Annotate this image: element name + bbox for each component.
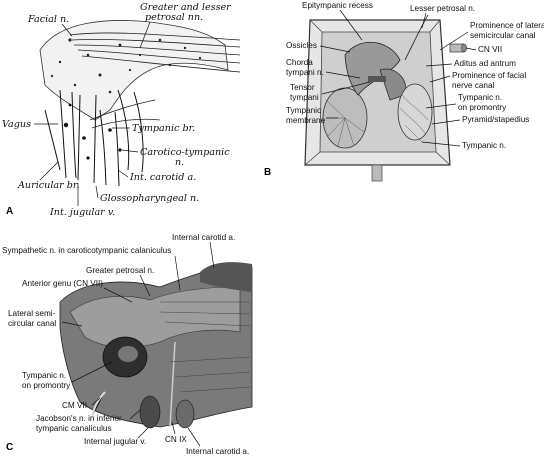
label-petrosal-line2: petrosal nn.	[145, 12, 203, 23]
panel-letter-c: C	[6, 442, 13, 453]
label-internal-carotid-bottom: Internal carotid a.	[186, 447, 249, 456]
label-prom-lateral-line1: Prominence of lateral	[470, 21, 544, 30]
label-ossicles: Ossicles	[286, 41, 317, 50]
label-tympanic-promontry-line1-c: Tympanic n.	[22, 371, 66, 380]
panel-b-illustration: Epitympanic recess Lesser petrosal n. Pr…	[264, 1, 544, 182]
petrosal-nerve-strands	[69, 32, 241, 73]
label-lateral-semi-line2: circular canal	[8, 319, 56, 328]
panel-a: Facial n. Greater and lesser petrosal nn…	[0, 0, 250, 230]
label-vagus: Vagus	[2, 119, 31, 130]
label-auricular-br: Auricular br.	[17, 180, 79, 191]
label-jacobson-line2: tympanic canaliculus	[36, 424, 112, 433]
petrous-bone-section	[59, 262, 253, 429]
cn7-cylinder	[449, 43, 467, 53]
label-chorda-line2: tympani n.	[286, 68, 324, 77]
label-lesser-petrosal: Lesser petrosal n.	[410, 4, 475, 13]
label-cn9: CN IX	[165, 435, 187, 444]
panel-c: Internal carotid a. Sympathetic n. in ca…	[0, 232, 544, 457]
panel-letter-b: B	[264, 167, 271, 178]
label-internal-jugular: Internal jugular v.	[84, 437, 146, 446]
label-tympanic-membrane-line2: membrane	[286, 116, 326, 125]
label-prom-facial-line1: Prominence of facial	[452, 71, 526, 80]
label-tympanic-promontry-line1: Tympanic n.	[458, 93, 502, 102]
label-petrosal-line1: Greater and lesser	[140, 2, 232, 13]
tympanic-plexus-dots	[63, 103, 122, 160]
panel-b: Epitympanic recess Lesser petrosal n. Pr…	[250, 0, 544, 190]
label-tympanic-n-b: Tympanic n.	[462, 141, 506, 150]
panel-a-illustration: Facial n. Greater and lesser petrosal nn…	[2, 2, 241, 218]
ossicles-drawing	[344, 41, 407, 101]
label-tympanic-promontry-line2-c: on promontry	[22, 381, 71, 390]
label-prom-facial-line2: nerve canal	[452, 81, 495, 90]
promontory-drawing	[397, 83, 433, 143]
panel-c-illustration: Internal carotid a. Sympathetic n. in ca…	[2, 233, 253, 456]
label-facial-n: Facial n.	[27, 14, 69, 25]
label-aditus: Aditus ad antrum	[454, 59, 516, 68]
vessel-columns	[44, 89, 144, 187]
label-tympanic-membrane-line1: Tympanic	[286, 106, 321, 115]
label-greater-petrosal: Greater petrosal n.	[86, 266, 154, 275]
label-chorda-line1: Chorda	[286, 58, 313, 67]
panel-letter-a: A	[6, 206, 13, 217]
label-anterior-genu: Anterior genu (CN VII)	[22, 279, 103, 288]
label-glossopharyngeal: Glossopharyngeal n.	[100, 193, 199, 204]
label-prom-lateral-line2: semicircular canal	[470, 31, 536, 40]
label-cn7-b: CN VII	[478, 45, 502, 54]
label-carotico-line1: Carotico-tympanic	[140, 147, 230, 158]
tympanic-membrane-drawing	[322, 87, 368, 149]
label-sympathetic: Sympathetic n. in caroticotympanic calan…	[2, 246, 171, 255]
label-epitympanic-recess: Epitympanic recess	[302, 1, 373, 10]
label-int-jugular: Int. jugular v.	[49, 207, 115, 218]
label-tympanic-promontry-line2: on promontry	[458, 103, 507, 112]
label-jacobson-line1: Jacobson's n. in inferior	[36, 414, 122, 423]
label-tensor-line2: tympani	[290, 93, 319, 102]
label-carotico-line2: n.	[175, 157, 184, 168]
label-tympanic-br: Tympanic br.	[132, 123, 195, 134]
label-pyramid-stapedius: Pyramid/stapedius	[462, 115, 529, 124]
label-lateral-semi-line1: Lateral semi-	[8, 309, 56, 318]
label-int-carotid: Int. carotid a.	[129, 172, 196, 183]
label-tensor-line1: Tensor	[290, 83, 315, 92]
label-internal-carotid-top: Internal carotid a.	[172, 233, 235, 242]
label-cn7-c: CM VII	[62, 401, 87, 410]
